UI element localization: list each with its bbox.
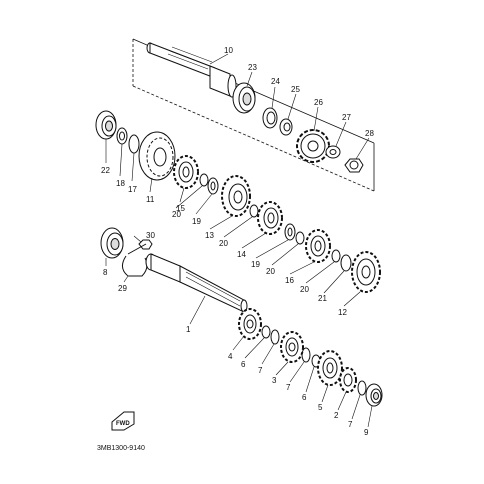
callout-6-b: 6 xyxy=(302,393,307,402)
callout-16: 16 xyxy=(285,276,294,285)
callout-2: 2 xyxy=(334,411,339,420)
circlip-17 xyxy=(128,134,140,154)
callout-20-a: 20 xyxy=(172,210,181,219)
callout-19-a: 19 xyxy=(192,217,201,226)
circlip-21 xyxy=(340,254,352,272)
main-axle xyxy=(145,253,248,313)
callout-14: 14 xyxy=(237,250,246,259)
callout-1: 1 xyxy=(186,325,191,334)
drive-axle xyxy=(146,42,237,98)
gear-3 xyxy=(280,331,304,363)
gear-15 xyxy=(173,155,199,189)
washer-18 xyxy=(116,127,128,145)
callout-4: 4 xyxy=(228,352,233,361)
washer-20-c xyxy=(295,231,305,245)
gear-2 xyxy=(339,367,357,393)
callout-29: 29 xyxy=(118,284,127,293)
gear-16 xyxy=(305,229,331,263)
callout-8: 8 xyxy=(103,268,108,277)
circlip-7-a xyxy=(270,329,280,345)
callout-7-a: 7 xyxy=(258,366,263,375)
callout-9: 9 xyxy=(364,428,369,437)
washer-19-a xyxy=(207,177,219,195)
callout-17: 17 xyxy=(128,185,137,194)
callout-15: 15 xyxy=(176,204,185,213)
callout-27: 27 xyxy=(342,113,351,122)
callout-12: 12 xyxy=(338,308,347,317)
circlip-7-b xyxy=(301,347,311,363)
washer-20-b xyxy=(249,204,259,218)
callout-25: 25 xyxy=(291,85,300,94)
callout-20-b: 20 xyxy=(219,239,228,248)
drawing-code: 3MB1300-9140 xyxy=(97,445,145,452)
callout-19-b: 19 xyxy=(251,260,260,269)
bearing-22 xyxy=(95,110,117,140)
callout-7-b: 7 xyxy=(286,383,291,392)
fwd-arrow-icon: FWD xyxy=(111,411,135,431)
callout-22: 22 xyxy=(101,166,110,175)
callout-11: 11 xyxy=(146,195,155,204)
retainer-plate-29 xyxy=(122,255,148,277)
callout-26: 26 xyxy=(314,98,323,107)
leader-lines xyxy=(105,53,373,428)
nut-28 xyxy=(344,158,364,173)
callout-5: 5 xyxy=(318,403,323,412)
bolt-30 xyxy=(127,239,153,255)
gear-13 xyxy=(221,175,251,217)
oil-seal-24 xyxy=(262,107,278,129)
lock-washer-27 xyxy=(325,145,341,159)
washer-20-d xyxy=(331,249,341,263)
gear-4 xyxy=(238,308,262,340)
washer-19-b xyxy=(284,223,296,241)
gear-5 xyxy=(317,350,343,386)
callout-23: 23 xyxy=(248,63,257,72)
callout-13: 13 xyxy=(205,231,214,240)
drive-sprocket-26 xyxy=(296,129,330,163)
bearing-9 xyxy=(365,383,383,407)
callout-3: 3 xyxy=(272,376,277,385)
callout-18: 18 xyxy=(116,179,125,188)
callout-7-c: 7 xyxy=(348,420,353,429)
washer-6-a xyxy=(261,325,271,339)
callout-21: 21 xyxy=(318,294,327,303)
bearing-8 xyxy=(100,227,124,259)
washer-20-a xyxy=(199,173,209,187)
bearing-23 xyxy=(232,82,256,114)
callout-24: 24 xyxy=(271,77,280,86)
callout-6-a: 6 xyxy=(241,360,246,369)
callout-labels: 10 23 24 25 26 27 28 22 18 17 11 15 20 1… xyxy=(101,46,374,437)
callout-28: 28 xyxy=(365,129,374,138)
collar-25 xyxy=(279,118,293,136)
gear-12 xyxy=(351,251,381,293)
callout-20-d: 20 xyxy=(300,285,309,294)
gear-11 xyxy=(138,131,176,181)
gear-14 xyxy=(257,201,283,235)
fwd-label: FWD xyxy=(116,421,130,427)
circlip-7-c xyxy=(357,380,367,396)
callout-30: 30 xyxy=(146,231,155,240)
callout-10: 10 xyxy=(224,46,233,55)
callout-20-c: 20 xyxy=(266,267,275,276)
